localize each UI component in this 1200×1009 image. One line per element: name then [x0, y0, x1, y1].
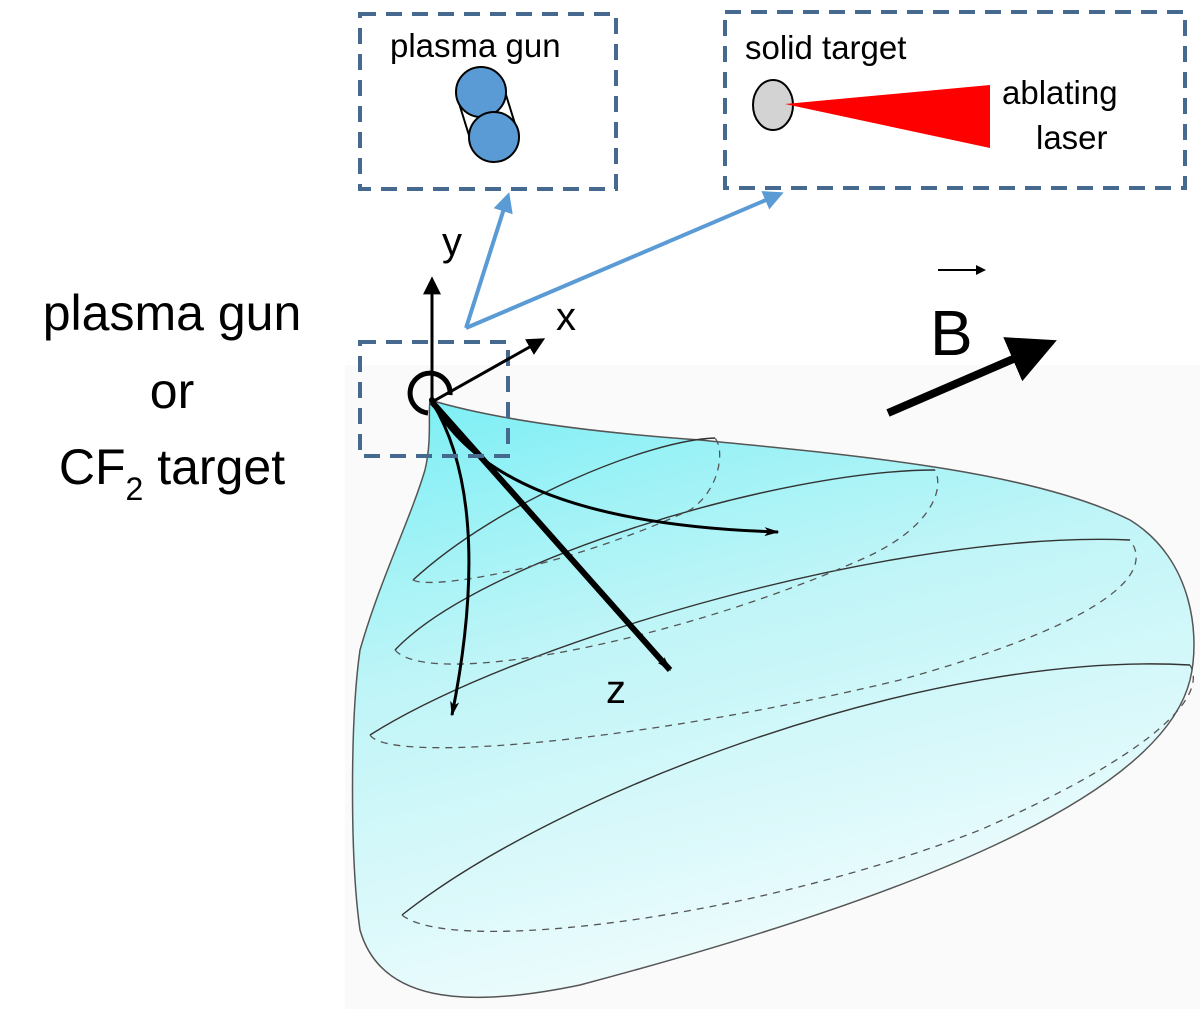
- source-label-line2: or: [150, 363, 194, 419]
- z-axis-label: z: [606, 668, 626, 712]
- x-axis-label: x: [556, 295, 576, 339]
- ablating-laser-label-line2: laser: [1036, 119, 1108, 156]
- link-arrow-plasma-gun: [464, 192, 513, 329]
- source-label-subscript: 2: [126, 471, 144, 507]
- source-label-target: target: [143, 439, 285, 495]
- ablating-laser-beam: [785, 85, 990, 148]
- source-label-line1: plasma gun: [43, 285, 302, 341]
- plume-contours-hidden: [369, 437, 1194, 933]
- solid-target-icon: [752, 79, 794, 131]
- plasma-gun-inset: [358, 12, 618, 191]
- source-label-cf: CF: [59, 439, 126, 495]
- source-label-line3: CF2 target: [59, 439, 285, 507]
- plasma-gun-inset-label: plasma gun: [390, 27, 561, 64]
- trajectory-right: [430, 401, 780, 537]
- plasma-gun-icon: [455, 66, 520, 163]
- solid-target-label: solid target: [745, 29, 906, 66]
- magnetic-field-arrow: [886, 337, 1057, 417]
- plume-contours: [369, 437, 1191, 916]
- particle-trajectories: [430, 401, 780, 717]
- x-axis-arrow: [431, 338, 546, 404]
- z-axis-arrow: [429, 400, 673, 672]
- vector-overbar-icon: [938, 265, 986, 275]
- ablating-laser-label-line1: ablating: [1002, 74, 1118, 111]
- magnetic-field-symbol: B: [930, 297, 973, 369]
- y-axis-label: y: [442, 220, 462, 264]
- solid-target-inset: [723, 10, 1187, 190]
- link-arrow-solid-target: [465, 191, 784, 330]
- trajectory-down: [430, 401, 471, 717]
